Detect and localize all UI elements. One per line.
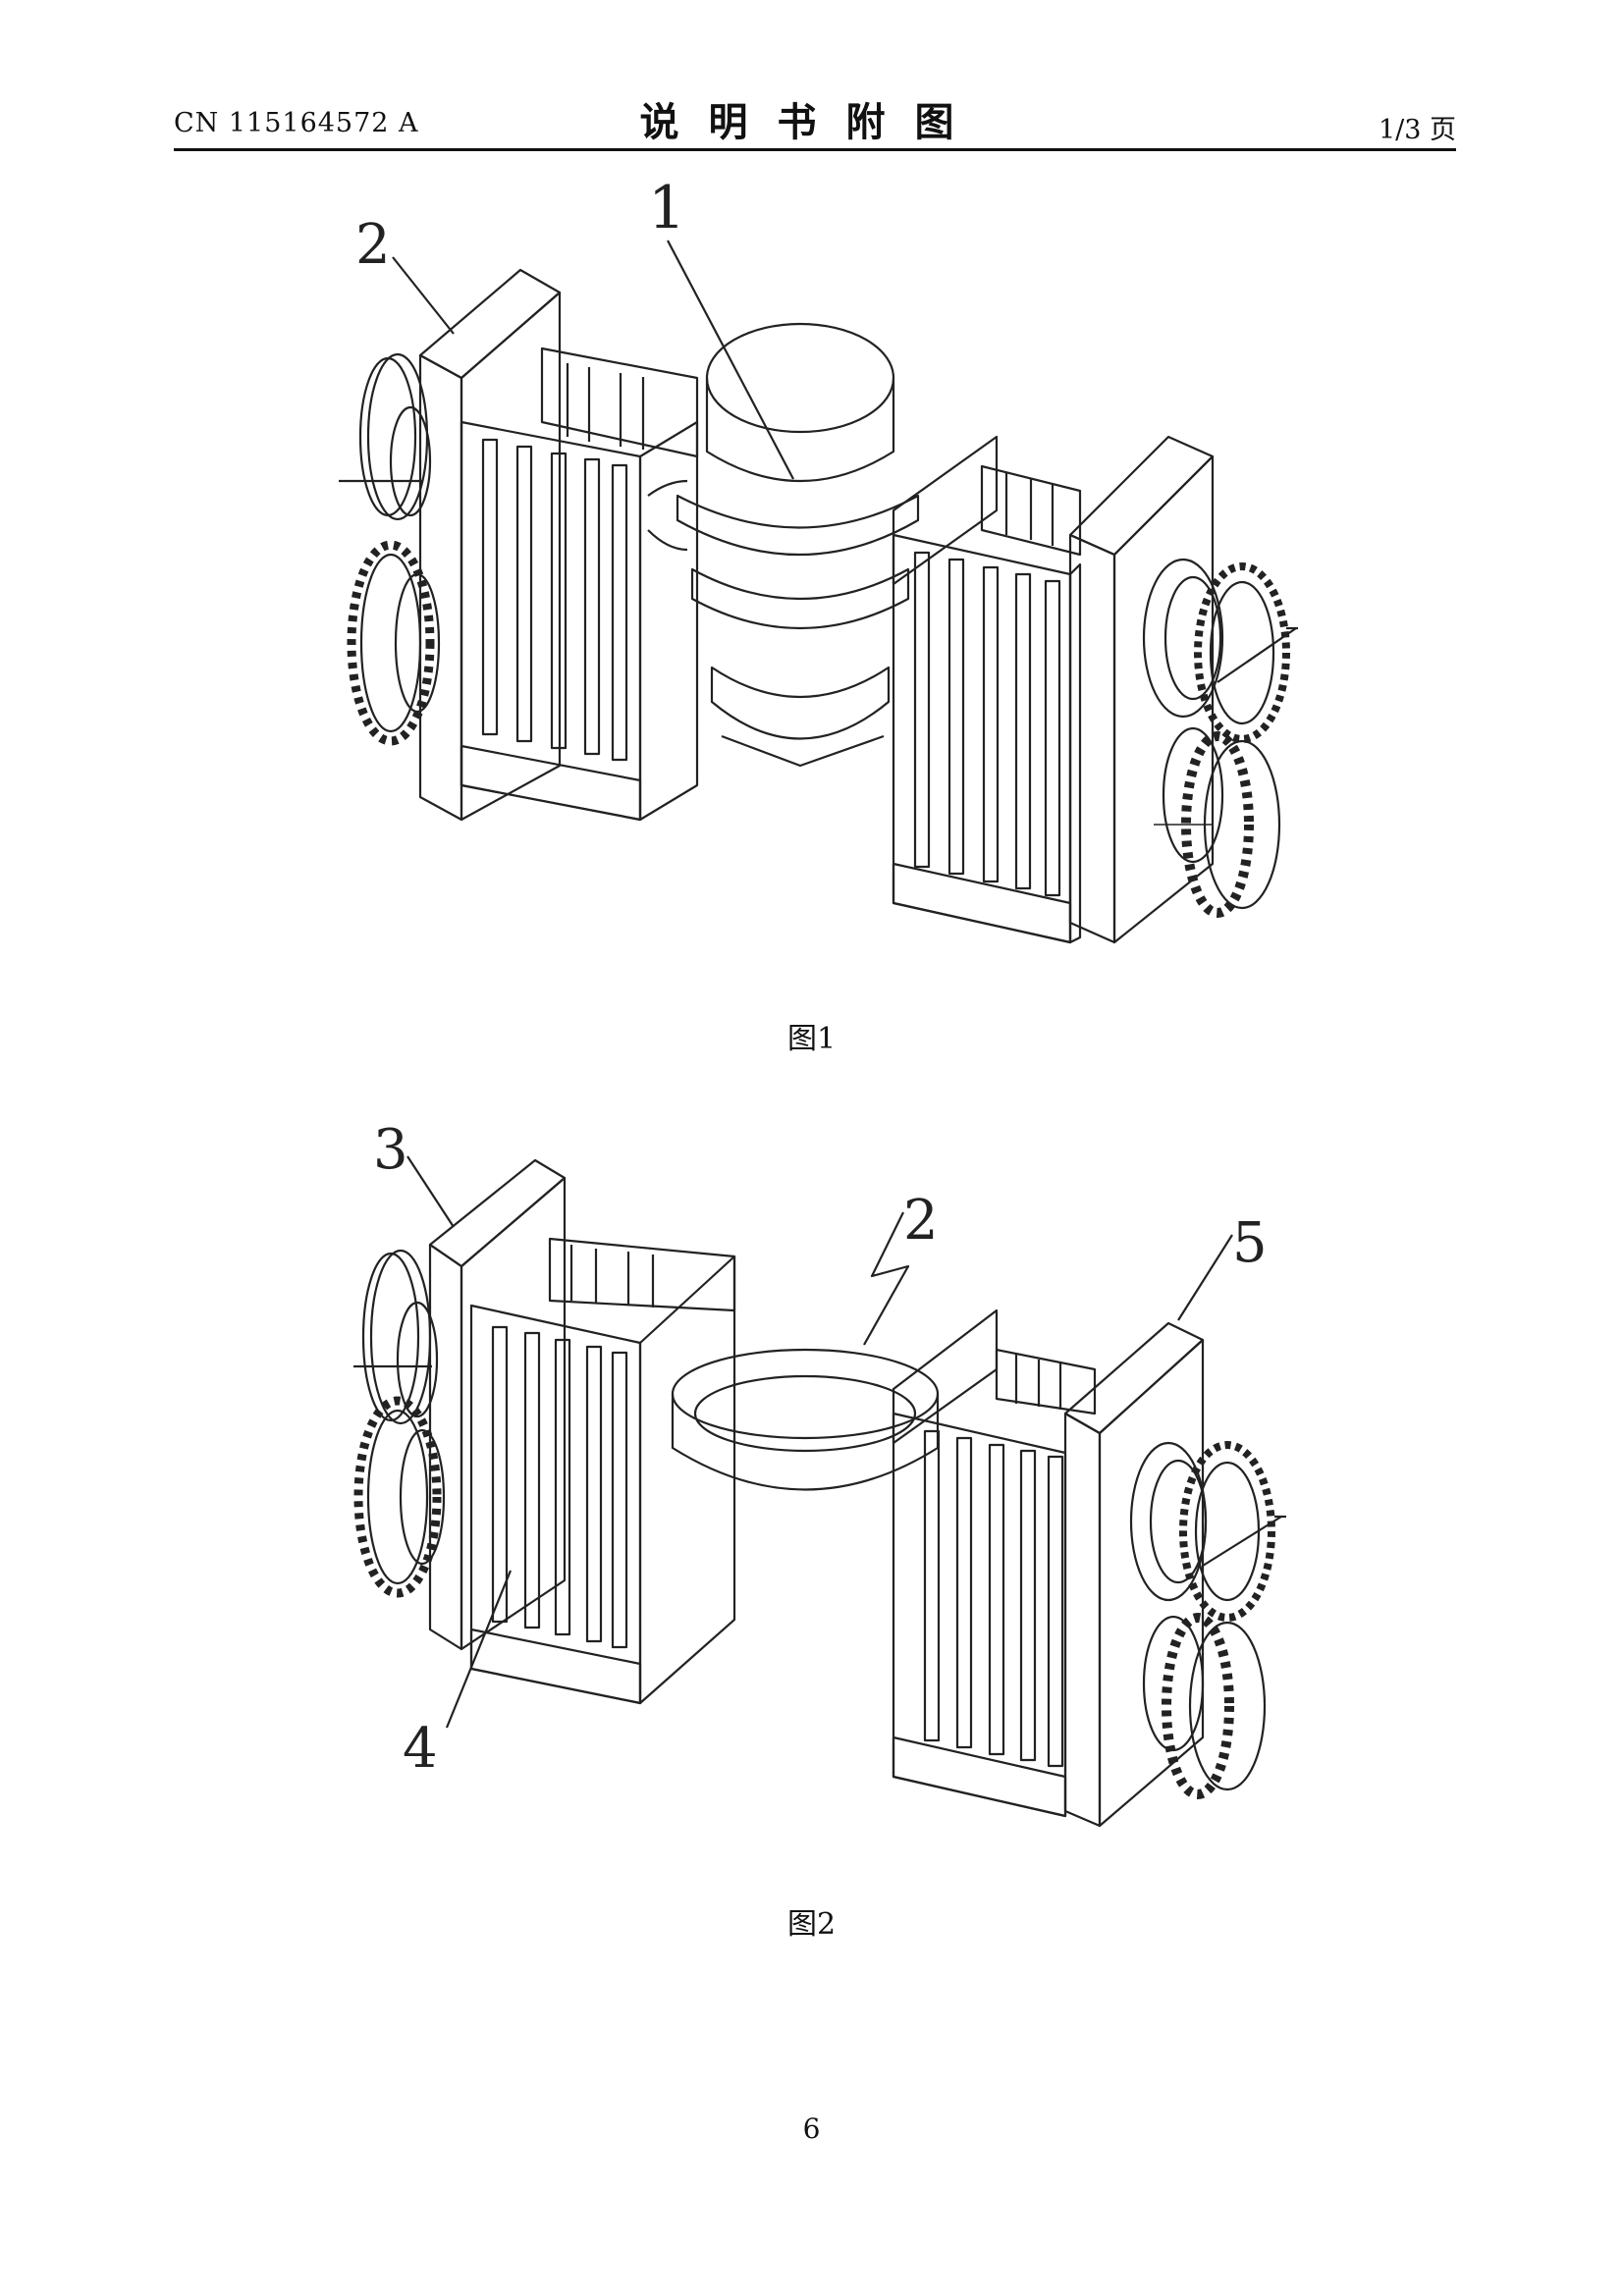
section-title: 说明书附图 xyxy=(639,100,984,145)
central-ring xyxy=(671,1348,940,1491)
document-number: CN 115164572 A xyxy=(174,108,419,138)
figure-2-label-5: 5 xyxy=(1232,1211,1268,1275)
page-number: 6 xyxy=(802,2112,821,2145)
right-cage-assembly xyxy=(892,1308,1286,1828)
leader-line xyxy=(667,240,794,480)
leader-line xyxy=(1177,1234,1233,1321)
right-cage-assembly xyxy=(892,435,1298,944)
figure-2-drawing: 3 2 5 4 xyxy=(353,1118,1286,1828)
figure-2-caption: 图2 xyxy=(786,1907,837,1942)
page-of-total: 1/3 页 xyxy=(1378,115,1456,145)
figure-2-label-3: 3 xyxy=(373,1118,408,1182)
figure-2-label-4: 4 xyxy=(403,1717,438,1781)
figure-1-label-1: 1 xyxy=(648,174,685,242)
leader-line xyxy=(392,256,455,335)
figure-1-caption: 图1 xyxy=(786,1022,837,1056)
figure-1-drawing: 1 2 xyxy=(339,174,1298,944)
left-cage-assembly xyxy=(339,268,699,822)
header-rule xyxy=(174,148,1456,151)
figure-2-label-2: 2 xyxy=(903,1189,939,1253)
central-drum xyxy=(647,322,920,768)
leader-line xyxy=(406,1155,455,1228)
left-cage-assembly xyxy=(353,1158,736,1705)
figure-1-label-2: 2 xyxy=(355,213,391,277)
leader-line xyxy=(445,1570,513,1729)
leader-line xyxy=(863,1211,910,1346)
